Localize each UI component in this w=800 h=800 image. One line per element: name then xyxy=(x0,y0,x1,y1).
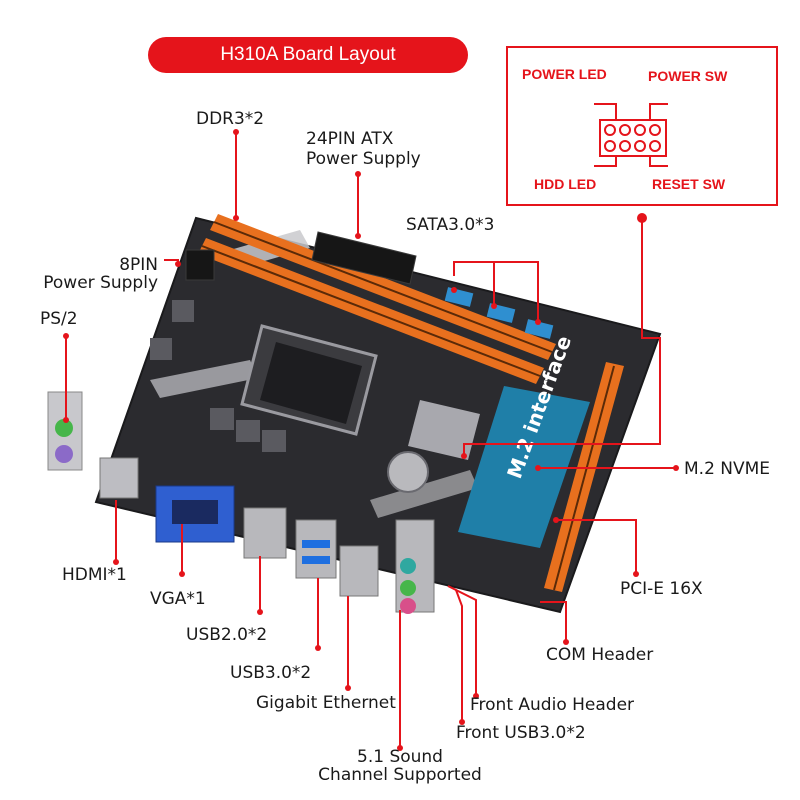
label-usb3: USB3.0*2 xyxy=(230,663,312,683)
label-ddr3: DDR3*2 xyxy=(196,109,265,129)
label-usb2: USB2.0*2 xyxy=(186,625,268,645)
ethernet-port xyxy=(339,545,379,597)
label-sound-line2: Channel Supported xyxy=(318,765,482,785)
diagram-title: H310A Board Layout xyxy=(148,37,468,73)
label-pcie: PCI-E 16X xyxy=(620,579,703,599)
label-8pin-line2: Power Supply xyxy=(43,273,158,293)
label-front-audio: Front Audio Header xyxy=(470,695,635,715)
atx-24pin-connector xyxy=(311,231,417,285)
label-atx-line2: Power Supply xyxy=(306,149,421,169)
label-atx-line1: 24PIN ATX xyxy=(306,129,394,149)
ps2-port-purple xyxy=(55,445,73,463)
cpu-8pin-connector xyxy=(185,249,215,281)
reset-sw-label: RESET SW xyxy=(652,176,726,192)
m2-nvme-card xyxy=(458,386,590,548)
label-sata: SATA3.0*3 xyxy=(406,215,495,235)
label-hdmi: HDMI*1 xyxy=(62,565,127,585)
label-front-usb3: Front USB3.0*2 xyxy=(456,723,586,743)
hdd-led-label: HDD LED xyxy=(534,176,597,192)
label-vga: VGA*1 xyxy=(150,589,206,609)
power-sw-label: POWER SW xyxy=(648,68,728,84)
pin-header-diagram xyxy=(594,103,668,167)
sata-port-3 xyxy=(524,319,554,339)
usb2-ports xyxy=(243,507,287,559)
front-panel-header-inset: POWER LED POWER SW HDD LED RESET SW xyxy=(506,46,778,206)
label-m2-nvme: M.2 NVME xyxy=(684,459,771,479)
label-com-header: COM Header xyxy=(546,645,654,665)
label-ps2: PS/2 xyxy=(40,309,78,329)
hdmi-port xyxy=(99,457,139,499)
label-sound-line1: 5.1 Sound xyxy=(357,747,443,767)
usb3-ports xyxy=(295,519,337,579)
label-8pin-line1: 8PIN xyxy=(119,255,158,275)
chipset-heatsink xyxy=(408,400,480,460)
label-ethernet: Gigabit Ethernet xyxy=(256,693,396,713)
cmos-battery xyxy=(387,451,429,493)
leader-lines xyxy=(65,132,676,748)
ps2-port-green xyxy=(55,419,73,437)
power-led-label: POWER LED xyxy=(522,66,607,82)
